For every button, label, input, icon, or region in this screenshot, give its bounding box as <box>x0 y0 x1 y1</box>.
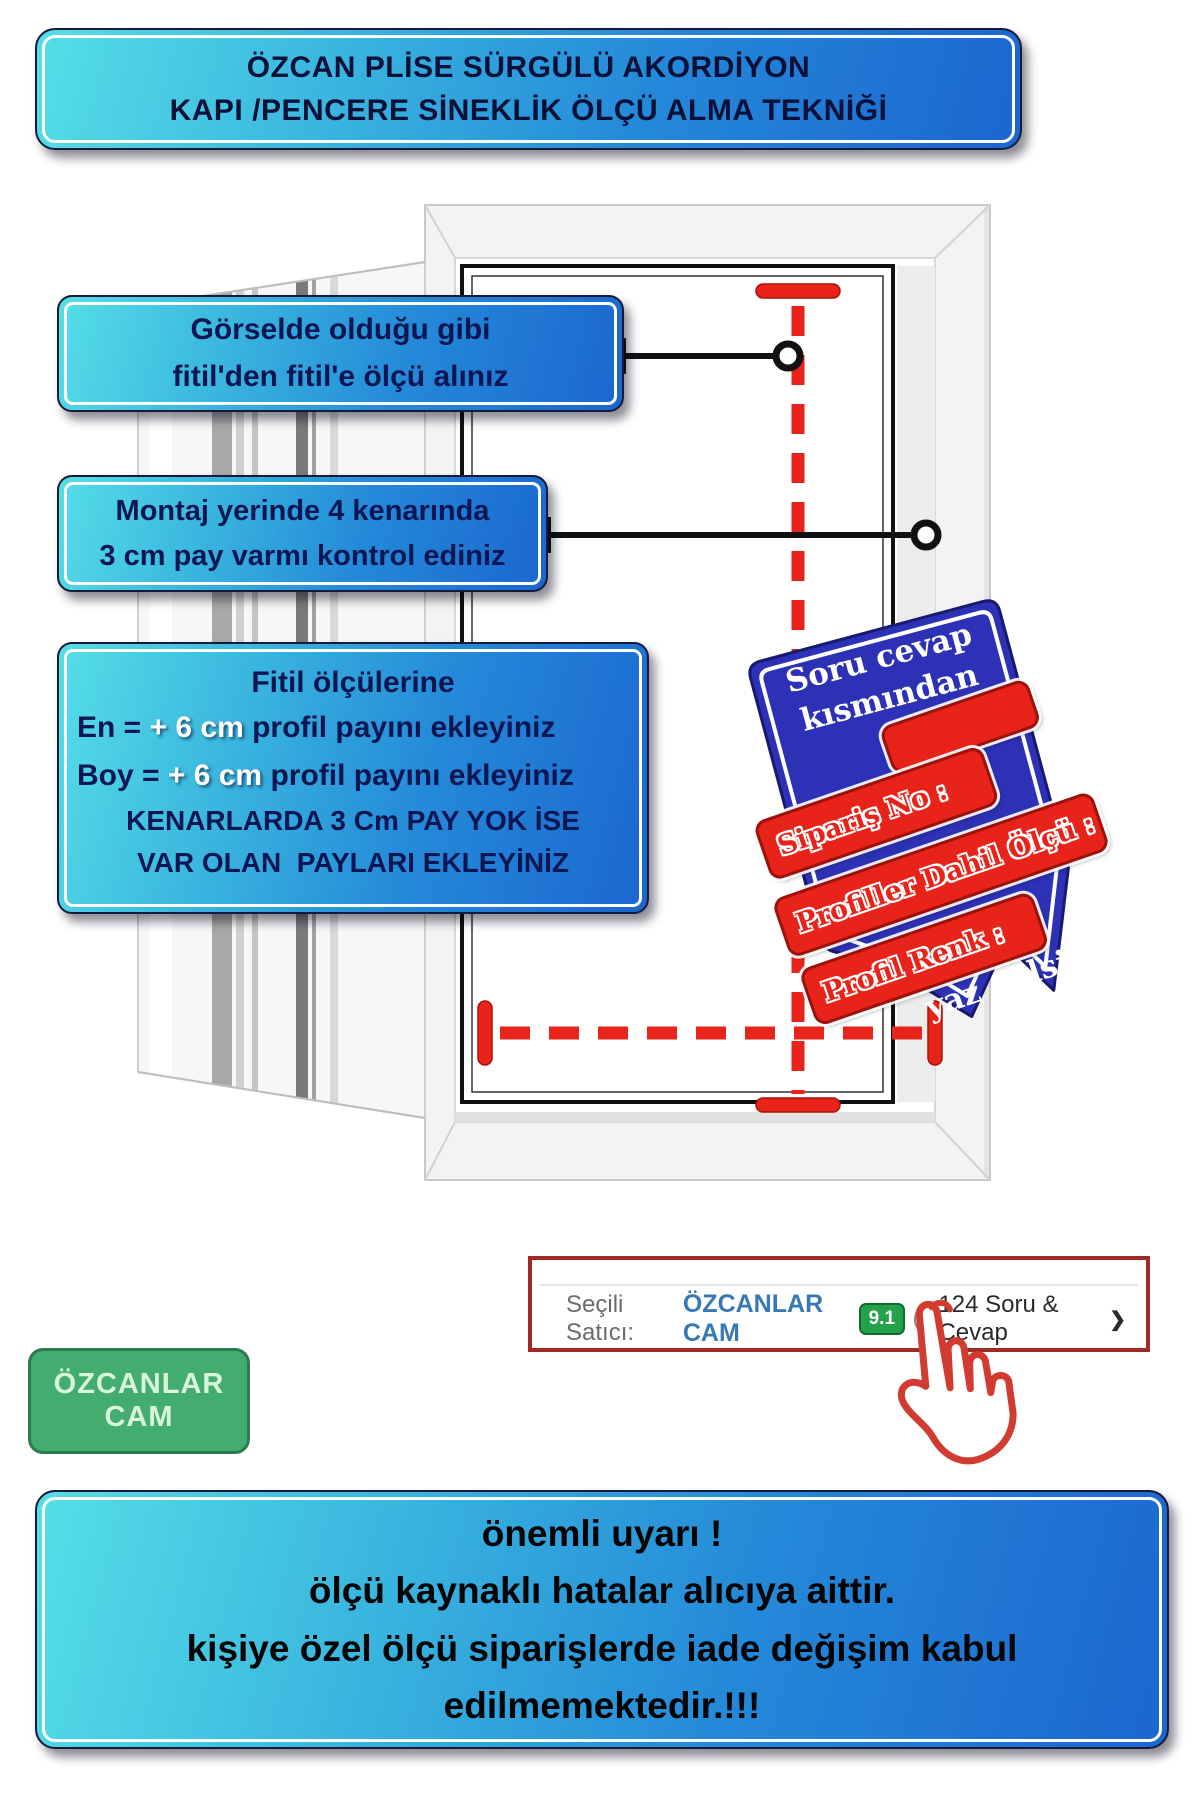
seller-label: Seçili Satıcı: <box>566 1291 635 1346</box>
seller-rating-badge: 9.1 <box>858 1303 906 1335</box>
title-line-2: KAPI /PENCERE SİNEKLİK ÖLÇÜ ALMA TEKNİĞİ <box>169 94 888 127</box>
seller-name-link[interactable]: ÖZCANLAR CAM <box>682 1290 824 1347</box>
question-answer-ribbon: Soru cevap kısmından Sipariş No : Profil… <box>740 591 1115 1086</box>
warning-line-1: önemli uyarı ! <box>481 1512 723 1554</box>
formula-title: Fitil ölçülerine <box>251 666 455 699</box>
instruction-box-formula: Fitil ölçülerine En = + 6 cm profil payı… <box>57 642 649 914</box>
formula-note-1: KENARLARDA 3 Cm PAY YOK İSE <box>126 805 580 836</box>
seller-logo-line-1: ÖZCANLAR <box>53 1367 225 1400</box>
clearance-line-2: 3 cm pay varmı kontrol ediniz <box>99 539 506 572</box>
warning-line-3: kişiye özel ölçü siparişlerde iade değiş… <box>186 1627 1018 1669</box>
seller-bar[interactable]: Seçili Satıcı: ÖZCANLAR CAM 9.1 i 124 So… <box>528 1256 1150 1352</box>
chevron-right-icon: ❯ <box>1109 1308 1126 1331</box>
warning-line-2: ölçü kaynaklı hatalar alıcıya aittir. <box>308 1570 896 1612</box>
title-line-1: ÖZCAN PLİSE SÜRGÜLÜ AKORDİYON <box>246 50 811 84</box>
horizontal-measure-line <box>477 1000 943 1066</box>
measure-hint-line-2: fitil'den fitil'e ölçü alınız <box>172 359 509 393</box>
pointing-hand-icon <box>898 1299 1017 1465</box>
measure-hint-line-1: Görselde olduğu gibi <box>190 313 491 346</box>
width-allowance-value: + 6 cm <box>149 711 244 744</box>
formula-note-2: VAR OLAN PAYLARI EKLEYİNİZ <box>137 847 569 878</box>
instruction-box-clearance: Montaj yerinde 4 kenarında 3 cm pay varm… <box>57 475 548 592</box>
clearance-line-1: Montaj yerinde 4 kenarında <box>115 494 490 527</box>
seller-logo-line-2: CAM <box>104 1401 174 1433</box>
formula-width-line: En = + 6 cm profil payını ekleyiniz <box>77 711 556 744</box>
seller-bar-divider <box>540 1284 1138 1286</box>
formula-height-line: Boy = + 6 cm profil payını ekleyiniz <box>77 759 574 792</box>
height-allowance-value: + 6 cm <box>167 759 263 792</box>
warning-banner: önemli uyarı ! ölçü kaynaklı hatalar alı… <box>35 1490 1169 1749</box>
title-banner: ÖZCAN PLİSE SÜRGÜLÜ AKORDİYON KAPI /PENC… <box>35 28 1022 150</box>
seller-logo-badge: ÖZCANLAR CAM <box>28 1348 250 1454</box>
warning-line-4: edilmemektedir.!!! <box>443 1684 761 1726</box>
instruction-box-measure-hint: Görselde olduğu gibi fitil'den fitil'e ö… <box>57 295 624 412</box>
